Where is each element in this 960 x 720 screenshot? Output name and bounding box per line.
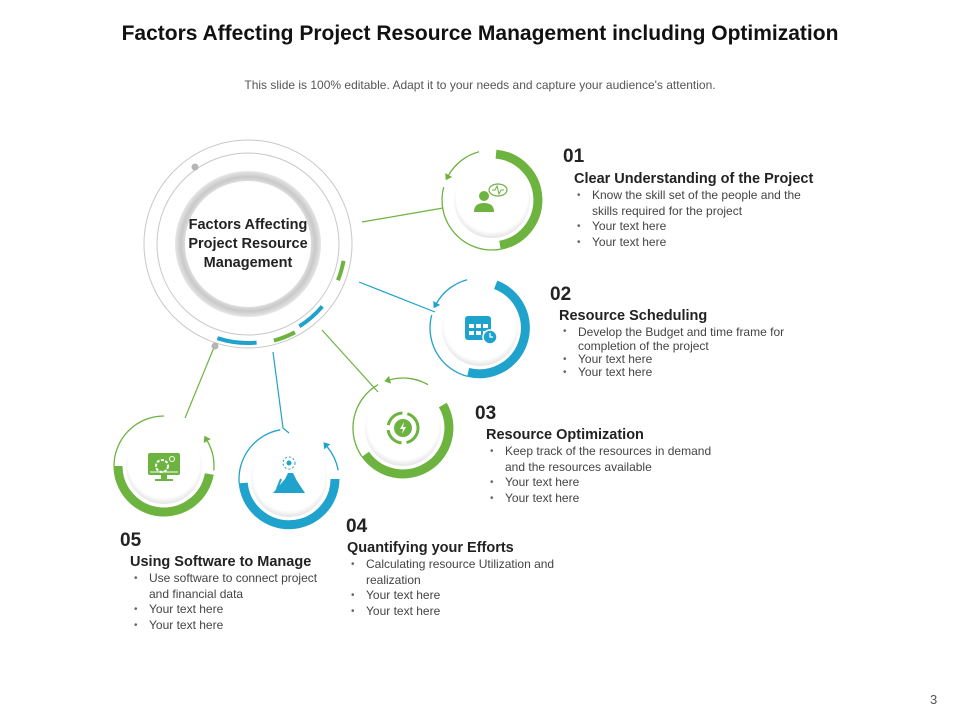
bullet: Your text here bbox=[351, 604, 586, 620]
progress-arc bbox=[238, 478, 340, 530]
mountain-goal-icon bbox=[273, 456, 305, 493]
item-title: Quantifying your Efforts bbox=[347, 540, 514, 556]
center-arcs bbox=[216, 260, 346, 345]
arrowhead-icon bbox=[445, 173, 453, 181]
monitor-gear-icon bbox=[148, 453, 180, 481]
item-node-01 bbox=[441, 149, 543, 251]
progress-arc bbox=[361, 402, 454, 479]
item-title: Resource Optimization bbox=[486, 427, 644, 443]
item-title: Using Software to Manage bbox=[130, 554, 312, 570]
bullet: Your text here bbox=[351, 588, 586, 604]
item-node-05 bbox=[113, 415, 215, 517]
thin-arc bbox=[113, 415, 165, 467]
center-circle bbox=[143, 139, 353, 350]
bullet: Calculating resource Utilization and rea… bbox=[351, 557, 586, 588]
slide-subtitle: This slide is 100% editable. Adapt it to… bbox=[244, 78, 716, 92]
person-chat-icon bbox=[474, 183, 508, 212]
arrow-arc bbox=[389, 377, 429, 386]
item-01: 01 Clear Understanding of the Project Kn… bbox=[563, 146, 853, 250]
item-05: 05 Using Software to Manage Use software… bbox=[120, 530, 350, 633]
arrow-arc bbox=[436, 279, 468, 304]
accent-arc bbox=[273, 330, 296, 343]
item-02: 02 Resource Scheduling Develop the Budge… bbox=[550, 284, 840, 379]
arrowhead-icon bbox=[323, 442, 331, 450]
bullet: Your text here bbox=[563, 366, 803, 380]
connectors bbox=[184, 207, 444, 434]
item-number: 05 bbox=[120, 530, 142, 551]
bullet: Your text here bbox=[563, 353, 803, 367]
thin-arc bbox=[441, 186, 501, 251]
bullet: Your text here bbox=[490, 491, 730, 507]
bullet: Your text here bbox=[577, 235, 807, 251]
item-node-02 bbox=[429, 279, 530, 379]
item-title: Resource Scheduling bbox=[559, 308, 708, 324]
item-number: 03 bbox=[475, 403, 497, 424]
item-number: 01 bbox=[563, 146, 585, 167]
progress-arc bbox=[113, 465, 214, 517]
item-node-04 bbox=[238, 429, 340, 530]
arrowhead-icon bbox=[433, 301, 441, 309]
arrowhead-icon bbox=[384, 375, 392, 384]
page-number: 3 bbox=[930, 692, 938, 707]
bullet: Your text here bbox=[134, 618, 324, 634]
item-number: 04 bbox=[346, 516, 368, 537]
thin-arc bbox=[352, 384, 379, 458]
center-label: Factors Affecting Project Resource Manag… bbox=[188, 217, 308, 271]
item-title: Clear Understanding of the Project bbox=[574, 171, 814, 187]
accent-arc bbox=[298, 305, 324, 328]
arrow-arc bbox=[206, 440, 215, 471]
item-03: 03 Resource Optimization Keep track of t… bbox=[475, 403, 765, 506]
accent-arc bbox=[216, 336, 257, 345]
bullet: Your text here bbox=[577, 219, 807, 235]
calendar-clock-icon bbox=[465, 316, 498, 345]
bullet: Your text here bbox=[490, 475, 730, 491]
bullet: Use software to connect project and fina… bbox=[134, 571, 324, 602]
item-04: 04 Quantifying your Efforts Calculating … bbox=[346, 516, 636, 619]
bullet: Keep track of the resources in demand an… bbox=[490, 444, 730, 475]
arrowhead-icon bbox=[203, 435, 211, 443]
item-number: 02 bbox=[550, 284, 572, 305]
thin-arc bbox=[429, 314, 468, 377]
progress-arc bbox=[495, 149, 543, 250]
thin-arc bbox=[238, 429, 281, 484]
item-node-03 bbox=[352, 375, 454, 479]
accent-arc bbox=[336, 260, 346, 282]
progress-arc bbox=[467, 280, 530, 379]
bullet: Develop the Budget and time frame for co… bbox=[563, 325, 803, 353]
bullet: Your text here bbox=[134, 602, 324, 618]
arrow-arc bbox=[326, 446, 339, 471]
arrow-arc bbox=[448, 151, 480, 176]
bullet: Know the skill set of the people and the… bbox=[577, 188, 807, 219]
slide-title: Factors Affecting Project Resource Manag… bbox=[121, 22, 839, 45]
gear-refresh-icon bbox=[386, 411, 420, 445]
